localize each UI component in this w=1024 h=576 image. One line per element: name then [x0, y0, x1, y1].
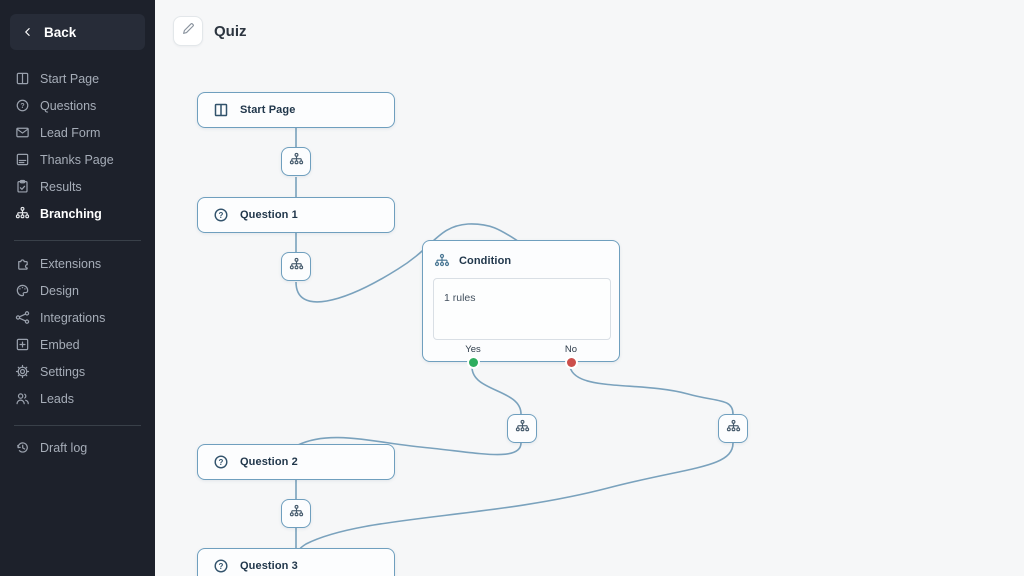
- canvas-header: Quiz: [155, 0, 1024, 62]
- sidebar-item-embed[interactable]: Embed: [0, 331, 155, 358]
- sidebar-divider: [14, 240, 141, 241]
- puzzle-icon: [14, 256, 30, 272]
- embed-plus-icon: [14, 337, 30, 353]
- sitemap-icon: [289, 504, 304, 524]
- branch-connector-node[interactable]: [281, 252, 311, 281]
- sidebar-item-integrations[interactable]: Integrations: [0, 304, 155, 331]
- sidebar-item-questions[interactable]: ? Questions: [0, 92, 155, 119]
- clipboard-check-icon: [14, 179, 30, 195]
- sidebar-item-branching[interactable]: Branching: [0, 200, 155, 227]
- no-port-dot[interactable]: [566, 357, 576, 367]
- thanks-card-icon: [14, 152, 30, 168]
- condition-title: Condition: [459, 254, 512, 267]
- edit-title-button[interactable]: [173, 16, 203, 46]
- sitemap-icon: [14, 206, 30, 222]
- sidebar-item-settings[interactable]: Settings: [0, 358, 155, 385]
- sitemap-icon: [289, 152, 304, 172]
- svg-text:?: ?: [218, 211, 223, 220]
- yes-port-dot[interactable]: [468, 357, 478, 367]
- question-circle-icon: ?: [14, 98, 30, 114]
- page-title: Quiz: [214, 22, 247, 40]
- share-network-icon: [14, 310, 30, 326]
- svg-text:?: ?: [20, 103, 24, 110]
- sidebar-item-draft-log[interactable]: Draft log: [0, 434, 155, 461]
- question-circle-icon: ?: [212, 207, 229, 224]
- sidebar-item-leads[interactable]: Leads: [0, 385, 155, 412]
- sidebar-item-thanks-page[interactable]: Thanks Page: [0, 146, 155, 173]
- flow-node-question-3[interactable]: ? Question 3: [197, 548, 395, 576]
- sitemap-icon: [515, 419, 530, 439]
- question-circle-icon: ?: [212, 454, 229, 471]
- sidebar-item-lead-form[interactable]: Lead Form: [0, 119, 155, 146]
- svg-text:?: ?: [218, 562, 223, 571]
- flow-node-question-1[interactable]: ? Question 1: [197, 197, 395, 233]
- branch-connector-node[interactable]: [281, 499, 311, 528]
- branch-connector-node[interactable]: [507, 414, 537, 443]
- flow-node-start-page[interactable]: Start Page: [197, 92, 395, 128]
- sitemap-icon: [289, 257, 304, 277]
- flow-node-condition[interactable]: Condition 1 rules Yes No: [422, 240, 620, 367]
- flow-node-question-2[interactable]: ? Question 2: [197, 444, 395, 480]
- question-circle-icon: ?: [212, 558, 229, 575]
- sitemap-icon: [433, 252, 450, 269]
- chevron-left-icon: [22, 26, 34, 38]
- split-page-icon: [212, 102, 229, 119]
- rules-count: 1 rules: [444, 292, 476, 304]
- back-label: Back: [44, 24, 77, 40]
- sidebar-divider: [14, 425, 141, 426]
- sidebar-item-design[interactable]: Design: [0, 277, 155, 304]
- no-port-label: No: [564, 344, 578, 355]
- history-clock-icon: [14, 440, 30, 456]
- users-icon: [14, 391, 30, 407]
- sidebar-item-start-page[interactable]: Start Page: [0, 65, 155, 92]
- sidebar: Back Start Page ? Questions Lead Form Th…: [0, 0, 155, 576]
- sidebar-item-results[interactable]: Results: [0, 173, 155, 200]
- start-page-icon: [14, 71, 30, 87]
- branch-connector-node[interactable]: [281, 147, 311, 176]
- envelope-icon: [14, 125, 30, 141]
- pencil-icon: [181, 22, 195, 41]
- branch-connector-node[interactable]: [718, 414, 748, 443]
- gear-icon: [14, 364, 30, 380]
- sitemap-icon: [726, 419, 741, 439]
- sidebar-item-extensions[interactable]: Extensions: [0, 250, 155, 277]
- svg-text:?: ?: [218, 458, 223, 467]
- back-button[interactable]: Back: [10, 14, 145, 50]
- condition-rules-box[interactable]: 1 rules: [433, 278, 611, 340]
- palette-icon: [14, 283, 30, 299]
- yes-port-label: Yes: [465, 344, 481, 355]
